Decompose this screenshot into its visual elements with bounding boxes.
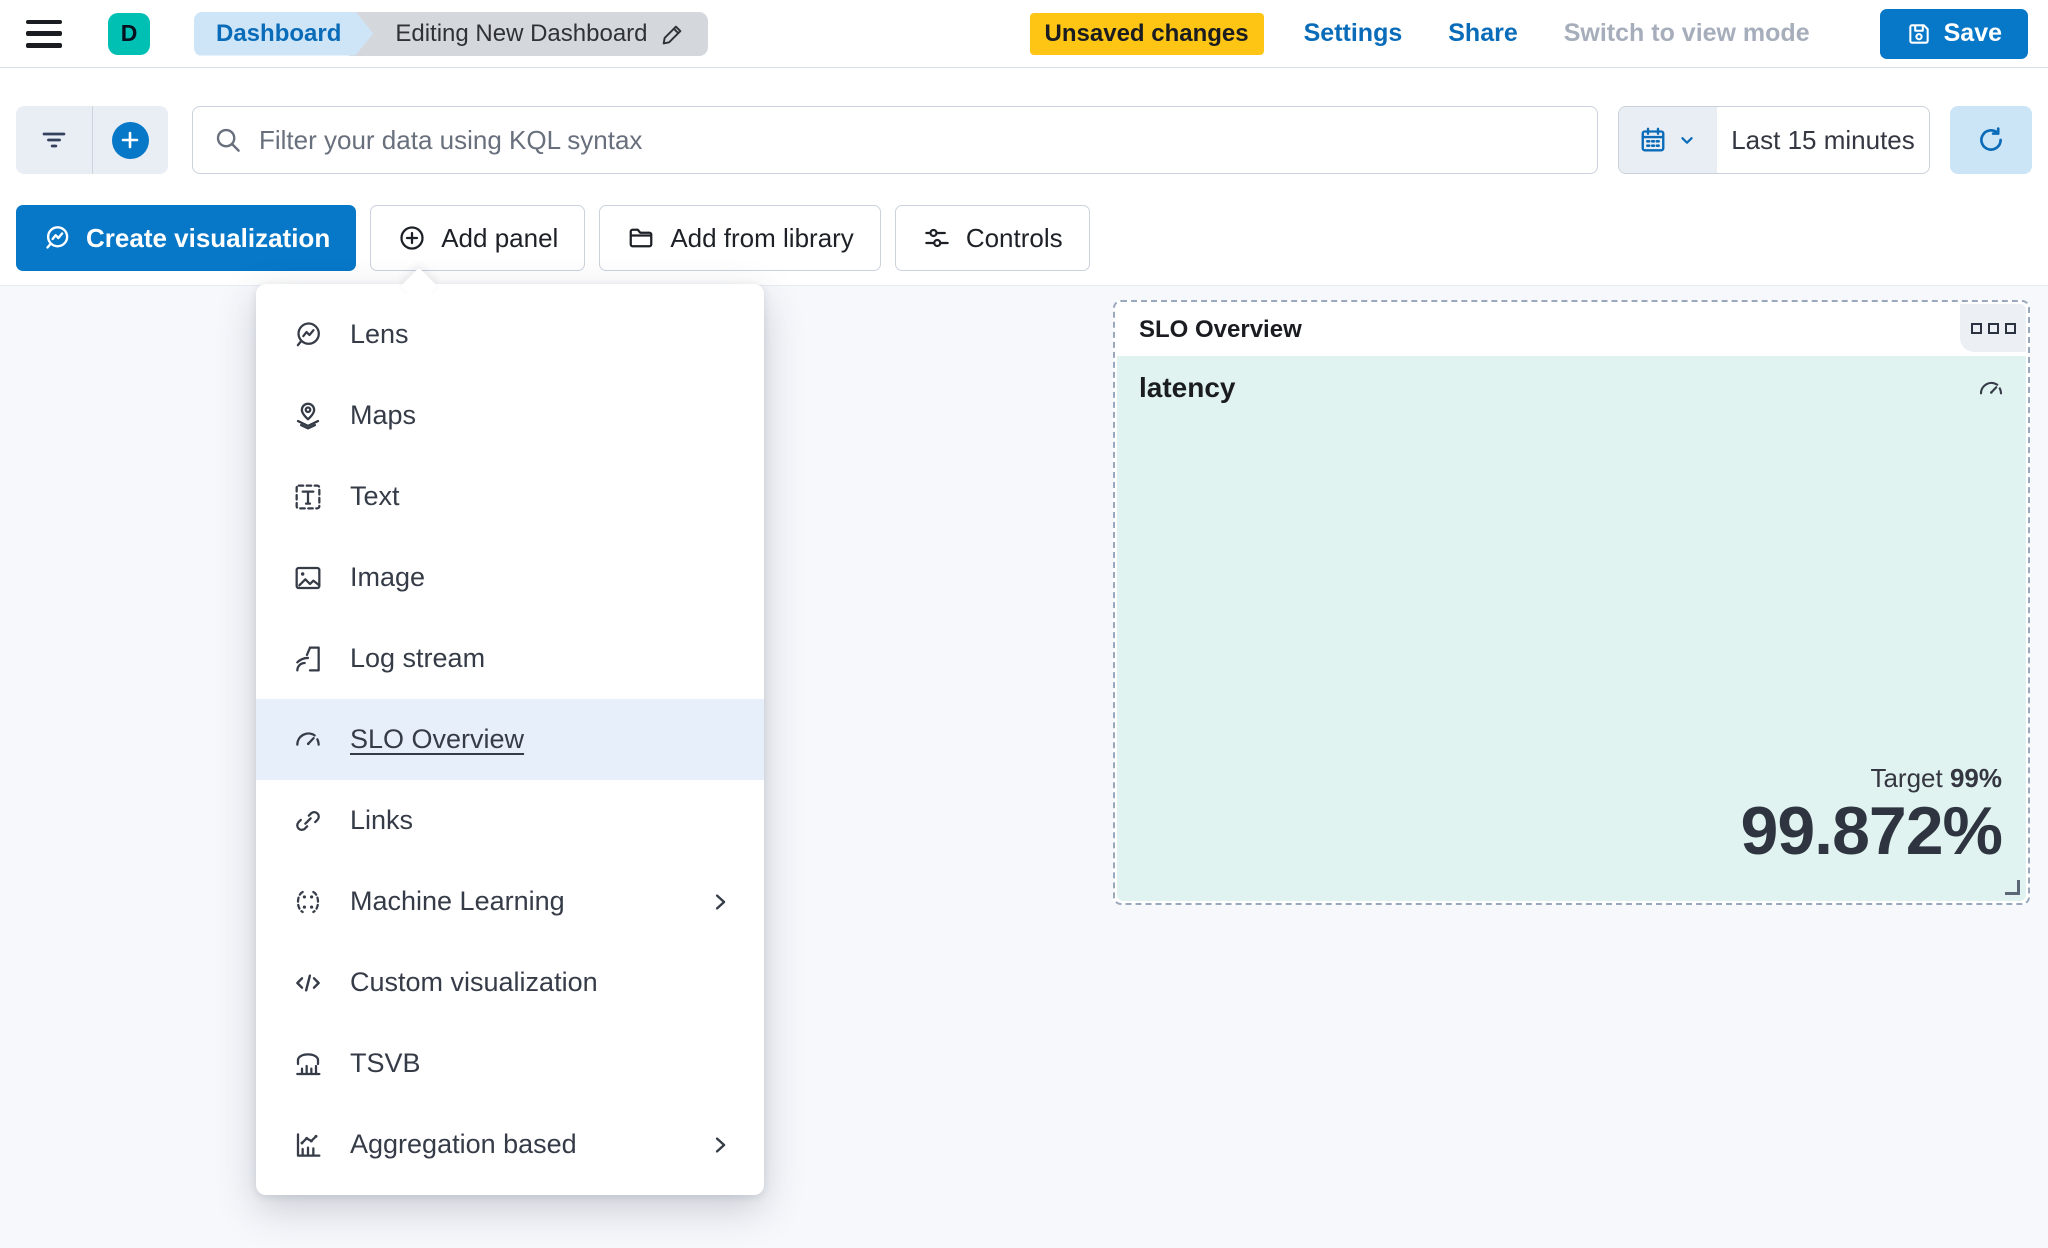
breadcrumb-current[interactable]: Editing New Dashboard: [349, 11, 708, 56]
menu-item-image[interactable]: Image: [256, 537, 764, 618]
calendar-dropdown-button[interactable]: [1619, 107, 1717, 173]
controls-button[interactable]: Controls: [894, 205, 1090, 271]
save-floppy-icon: [1906, 21, 1932, 47]
add-panel-button[interactable]: Add panel: [370, 205, 586, 271]
add-from-library-label: Add from library: [670, 222, 854, 253]
refresh-button[interactable]: [1950, 106, 2032, 174]
menu-item-label: SLO Overview: [350, 724, 525, 754]
boxes-horizontal-icon: [1970, 322, 1982, 334]
menu-item-label: Maps: [350, 400, 417, 430]
panel-options-button[interactable]: [1960, 304, 2026, 352]
slo-target-label: Target: [1870, 762, 1943, 793]
menu-item-lens[interactable]: Lens: [256, 294, 764, 375]
menu-item-label: Log stream: [350, 643, 486, 673]
controls-label: Controls: [965, 222, 1063, 253]
save-button-label: Save: [1943, 19, 2002, 47]
slo-values: Target 99% 99.872%: [1740, 762, 2003, 869]
menu-item-label: TSVB: [350, 1048, 421, 1078]
plus-icon: [111, 121, 149, 159]
kql-search-box: [192, 106, 1598, 174]
slo-target-value: 99%: [1949, 762, 2002, 793]
menu-item-maps[interactable]: Maps: [256, 375, 764, 456]
menu-item-label: Lens: [350, 319, 409, 349]
slo-metric-body: latency Target 99% 99.872%: [1117, 356, 2026, 901]
search-icon: [213, 125, 243, 155]
panel-header: SLO Overview: [1117, 304, 2026, 356]
controls-sliders-icon: [922, 223, 952, 253]
tsvb-icon: [292, 1048, 324, 1080]
menu-item-machine-learning[interactable]: Machine Learning: [256, 861, 764, 942]
menu-item-aggregation-based[interactable]: Aggregation based: [256, 1104, 764, 1185]
chevron-right-icon: [706, 1131, 734, 1159]
panel-title: SLO Overview: [1139, 316, 1302, 343]
menu-item-label: Custom visualization: [350, 967, 598, 997]
switch-to-view-mode-link[interactable]: Switch to view mode: [1563, 19, 1810, 47]
filter-button[interactable]: [16, 106, 92, 174]
slo-value: 99.872%: [1740, 792, 2003, 869]
add-filter-button[interactable]: [91, 106, 169, 174]
maps-icon: [292, 400, 324, 432]
breadcrumb-dashboard[interactable]: Dashboard: [194, 12, 373, 56]
add-panel-menu: Lens Maps Text Image: [256, 284, 764, 1195]
menu-hamburger-icon[interactable]: [26, 19, 62, 48]
share-link[interactable]: Share: [1448, 19, 1518, 47]
gauge-icon: [292, 724, 324, 756]
edit-pencil-icon: [660, 21, 686, 47]
menu-item-text[interactable]: Text: [256, 456, 764, 537]
lens-icon: [292, 319, 324, 351]
menu-item-links[interactable]: Links: [256, 780, 764, 861]
menu-item-label: Image: [350, 562, 426, 592]
settings-link[interactable]: Settings: [1303, 19, 1403, 47]
link-icon: [292, 805, 324, 837]
breadcrumb: Dashboard Editing New Dashboard: [194, 11, 708, 56]
menu-item-slo-overview[interactable]: SLO Overview: [256, 699, 764, 780]
plus-in-circle-icon: [397, 223, 427, 253]
app-logo[interactable]: D: [108, 12, 150, 55]
chevron-right-icon: [706, 888, 734, 916]
panel-resize-handle[interactable]: [2005, 880, 2020, 895]
gauge-icon: [1976, 374, 2006, 404]
image-icon: [292, 562, 324, 594]
machine-learning-icon: [292, 886, 324, 918]
create-visualization-button[interactable]: Create visualization: [16, 205, 357, 271]
menu-item-tsvb[interactable]: TSVB: [256, 1023, 764, 1104]
add-from-library-button[interactable]: Add from library: [599, 205, 881, 271]
menu-item-label: Text: [350, 481, 400, 511]
chevron-down-icon: [1676, 129, 1698, 151]
folder-icon: [626, 223, 656, 253]
menu-item-log-stream[interactable]: Log stream: [256, 618, 764, 699]
calendar-icon: [1638, 125, 1668, 155]
lens-icon: [42, 223, 72, 253]
breadcrumb-current-label: Editing New Dashboard: [395, 19, 648, 47]
save-button[interactable]: Save: [1879, 8, 2028, 59]
code-icon: [292, 967, 324, 999]
dashboard-actions: Create visualization Add panel Add from …: [16, 205, 2032, 271]
slo-overview-panel: SLO Overview latency Target 99% 99.872%: [1113, 300, 2030, 905]
create-visualization-label: Create visualization: [86, 222, 331, 253]
filter-button-group: [16, 106, 168, 174]
menu-item-custom-visualization[interactable]: Custom visualization: [256, 942, 764, 1023]
aggregation-icon: [292, 1129, 324, 1161]
filter-icon: [38, 124, 70, 156]
query-bar: Last 15 minutes: [16, 106, 2032, 174]
top-header: D Dashboard Editing New Dashboard Unsave…: [0, 0, 2048, 68]
kql-search-input[interactable]: [259, 124, 1577, 156]
menu-item-label: Machine Learning: [350, 886, 565, 916]
log-stream-icon: [292, 643, 324, 675]
menu-item-label: Aggregation based: [350, 1129, 577, 1159]
time-range-value[interactable]: Last 15 minutes: [1731, 124, 1915, 155]
text-icon: [292, 481, 324, 513]
unsaved-changes-badge: Unsaved changes: [1029, 12, 1264, 55]
time-range-picker: Last 15 minutes: [1618, 106, 1930, 174]
refresh-icon: [1975, 124, 2007, 156]
slo-metric-name: latency: [1139, 372, 1236, 403]
menu-item-label: Links: [350, 805, 414, 835]
add-panel-label: Add panel: [441, 222, 559, 253]
